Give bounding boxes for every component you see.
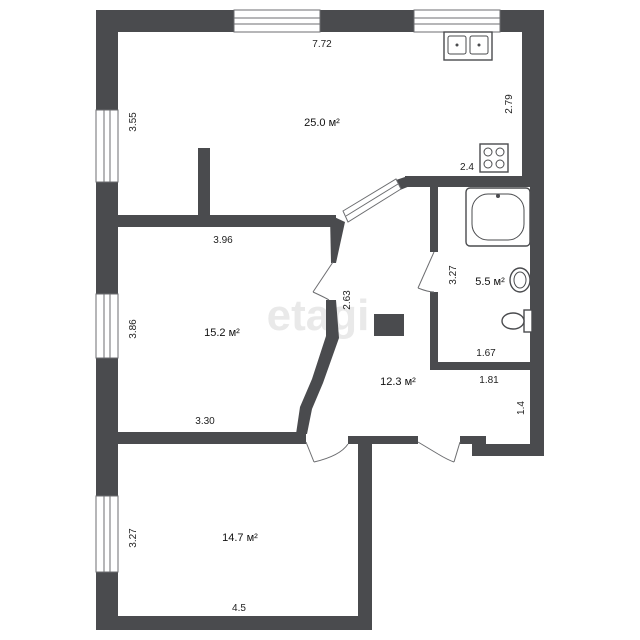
hall-south-wall-left	[348, 436, 418, 444]
window-west-bedroom	[95, 293, 119, 359]
hall-south-wall-right	[460, 436, 486, 444]
hall-glass-partition	[342, 178, 402, 223]
door-bedroom	[312, 261, 334, 301]
dim-bedroom-left: 3.86	[128, 319, 139, 339]
south-wall	[96, 616, 372, 630]
area-south-room: 14.7 м²	[222, 532, 258, 544]
bath-south-wall	[430, 362, 544, 370]
doors	[305, 251, 461, 463]
area-living: 25.0 м²	[304, 117, 340, 129]
dim-south-left: 3.27	[128, 528, 139, 548]
southeast-wall	[486, 444, 544, 456]
window-north-1	[233, 9, 321, 33]
bath-north-wall	[405, 176, 544, 187]
dim-hall-left: 2.63	[342, 290, 353, 310]
dim-bath-left: 3.27	[448, 265, 459, 285]
area-labels: 25.0 м² 15.2 м² 12.3 м² 5.5 м² 14.7 м²	[204, 117, 505, 544]
kitchen-sink-icon	[443, 31, 493, 61]
dim-kitchen-counter: 2.4	[460, 162, 474, 173]
toilet-icon	[501, 309, 533, 333]
door-bathroom	[417, 251, 435, 293]
bedroom-hall-wall-bottom	[296, 300, 339, 434]
fixtures	[374, 31, 533, 336]
windows	[95, 9, 501, 573]
area-hall: 12.3 м²	[380, 376, 416, 388]
dim-hall-right-top: 1.81	[479, 375, 499, 386]
window-west-south	[95, 495, 119, 573]
bedroom-hall-wall-top	[330, 215, 345, 263]
bedroom-south-wall	[118, 432, 306, 444]
south-room-east-wall	[358, 440, 372, 630]
living-bedroom-wall	[118, 215, 336, 227]
area-bathroom: 5.5 м²	[475, 276, 505, 288]
washbasin-icon	[509, 267, 531, 293]
dim-bedroom-top: 3.96	[213, 235, 233, 246]
watermark: etagi	[267, 291, 370, 340]
dim-bedroom-bottom: 3.30	[195, 416, 215, 427]
bath-west-wall-top	[430, 176, 438, 252]
dim-bath-bottom: 1.67	[476, 348, 496, 359]
chimney-column	[374, 314, 404, 336]
door-entrance	[417, 441, 461, 463]
east-wall	[530, 176, 544, 454]
window-north-2	[413, 9, 501, 33]
bath-west-wall-bottom	[430, 292, 438, 370]
dimension-labels: 7.72 3.55 2.79 2.4 3.96 3.86 3.30 2.63 3…	[128, 39, 527, 614]
dim-south-bottom: 4.5	[232, 603, 246, 614]
dim-living-top: 7.72	[312, 39, 332, 50]
dim-living-left: 3.55	[128, 112, 139, 132]
stove-icon	[479, 143, 509, 173]
dim-living-right: 2.79	[504, 94, 515, 114]
window-west-living	[95, 109, 119, 183]
living-partition-stub	[198, 148, 210, 218]
interior-walls	[118, 148, 544, 444]
bathtub-icon	[465, 187, 531, 247]
area-bedroom: 15.2 м²	[204, 327, 240, 339]
dim-hall-right-side: 1.4	[516, 401, 527, 415]
northeast-wall	[522, 10, 544, 186]
door-south-room	[305, 441, 349, 463]
